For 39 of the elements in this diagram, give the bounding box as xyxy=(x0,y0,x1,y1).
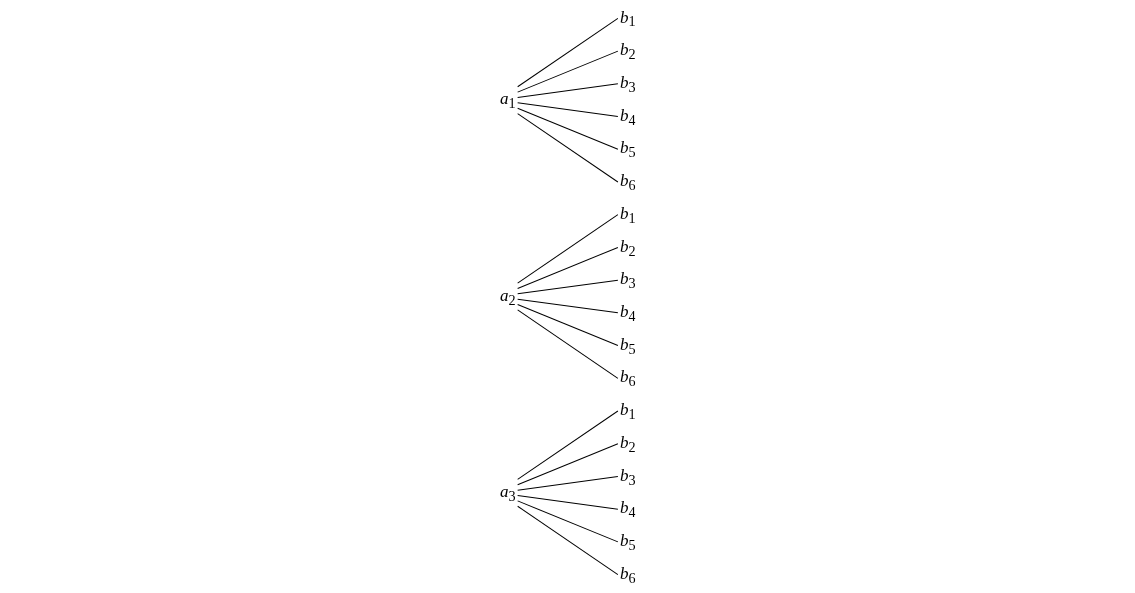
connector xyxy=(516,214,619,284)
node-text: b$_{1}$ xyxy=(619,7,636,30)
connector xyxy=(516,505,619,576)
connector xyxy=(516,304,619,347)
connector xyxy=(516,83,619,98)
connector xyxy=(516,102,619,118)
node-text: b$_{5}$ xyxy=(619,334,636,357)
connector xyxy=(516,298,619,314)
node-text: a$_{1}$ xyxy=(499,89,516,112)
connector xyxy=(516,410,619,480)
node-text: b$_{4}$ xyxy=(619,105,636,128)
connector xyxy=(516,309,619,379)
connector xyxy=(516,279,619,295)
node-text: b$_{3}$ xyxy=(619,72,636,95)
connector xyxy=(516,495,619,510)
node-text: b$_{6}$ xyxy=(619,367,636,390)
connector xyxy=(516,475,619,491)
node-text: b$_{5}$ xyxy=(619,138,636,161)
node-text: b$_{2}$ xyxy=(619,432,636,455)
node-text: b$_{5}$ xyxy=(619,531,636,554)
node-text: b$_{1}$ xyxy=(619,203,636,226)
node-text: b$_{2}$ xyxy=(619,236,636,259)
connector xyxy=(516,107,619,150)
node-text: a$_{3}$ xyxy=(499,481,516,504)
connector xyxy=(516,50,619,93)
connector xyxy=(516,17,619,88)
connector xyxy=(516,443,619,486)
node-text: b$_{6}$ xyxy=(619,563,636,586)
node-text: b$_{1}$ xyxy=(619,400,636,423)
connector xyxy=(516,500,619,543)
connector xyxy=(516,113,619,183)
node-text: b$_{6}$ xyxy=(619,171,636,194)
node-text: b$_{4}$ xyxy=(619,302,636,324)
node-text: a$_{2}$ xyxy=(499,285,516,308)
node-text: b$_{3}$ xyxy=(619,465,636,488)
node-text: b$_{4}$ xyxy=(619,498,636,521)
node-text: b$_{2}$ xyxy=(619,40,636,63)
connector xyxy=(516,246,619,289)
node-text: b$_{3}$ xyxy=(619,269,636,292)
